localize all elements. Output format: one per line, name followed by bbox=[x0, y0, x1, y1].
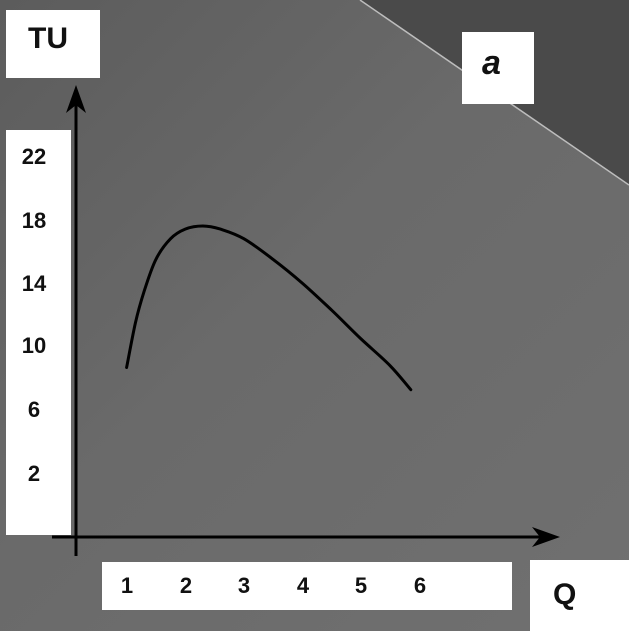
y-axis-arrow bbox=[66, 85, 86, 113]
y-tick-label: 22 bbox=[21, 144, 47, 169]
y-tick-label: 10 bbox=[21, 333, 47, 358]
x-tick-label: 2 bbox=[179, 573, 193, 598]
y-label-box bbox=[6, 10, 100, 78]
tu-curve-line bbox=[125, 224, 413, 392]
y-tick-label: 6 bbox=[27, 397, 41, 422]
y-tick-label: 14 bbox=[21, 271, 47, 296]
x-tick-label: 4 bbox=[296, 573, 310, 598]
x-tick-label: 3 bbox=[237, 573, 251, 598]
x-label-box bbox=[530, 560, 629, 631]
panel-label-box bbox=[462, 32, 534, 104]
y-tick-label: 18 bbox=[21, 208, 47, 233]
x-tick-label: 6 bbox=[413, 573, 427, 598]
y-tick-label: 2 bbox=[27, 461, 41, 486]
x-axis-label: Q bbox=[553, 578, 577, 611]
x-tick-label: 1 bbox=[120, 573, 134, 598]
panel-label: a bbox=[482, 44, 501, 82]
x-axis-arrow bbox=[532, 527, 560, 547]
y-axis-label: TU bbox=[28, 22, 68, 55]
y-ticks-box bbox=[6, 130, 71, 535]
x-tick-label: 5 bbox=[354, 573, 368, 598]
x-ticks-box bbox=[102, 562, 512, 610]
